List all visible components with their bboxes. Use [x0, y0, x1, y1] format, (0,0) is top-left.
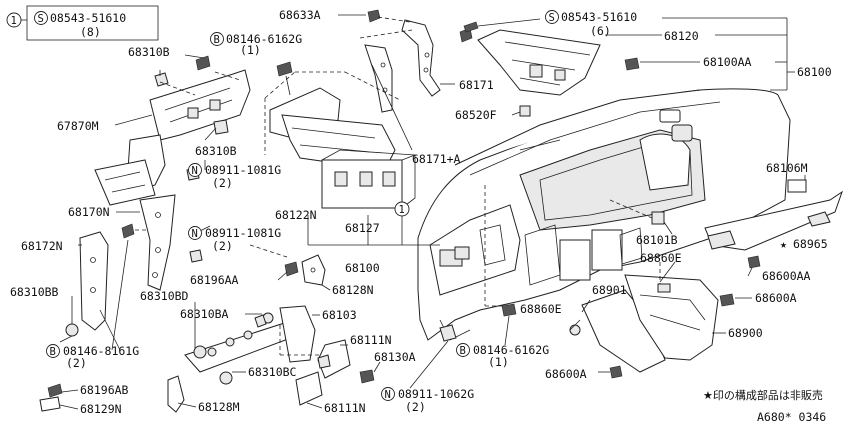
reference-part-number: 08543-51610 — [50, 11, 126, 25]
label-68310bb: 68310BB — [10, 285, 59, 299]
label-68196ab: 68196AB — [80, 383, 129, 397]
label-08911-1081g-b: 08911-1081G — [205, 226, 281, 240]
label-68111n-top: 68111N — [350, 333, 392, 347]
label-08146-8161g: 08146-8161G — [63, 344, 139, 358]
footnote: ★印の構成部品は非販売 — [703, 388, 823, 402]
bracket-68120 — [477, 29, 601, 96]
n-mark-a-letter: N — [192, 165, 198, 177]
clip-68101b — [651, 211, 665, 225]
n-mark-b-letter: N — [192, 228, 198, 240]
label-08146-6162g-low: 08146-6162G — [473, 343, 549, 357]
glove-box — [569, 274, 735, 379]
b-mark-left-letter: B — [50, 346, 56, 358]
s-mark — [34, 11, 48, 25]
label-68103: 68103 — [322, 308, 357, 322]
label-68965: 68965 — [793, 237, 828, 251]
label-08146-6162g-low-qty: (1) — [488, 355, 509, 369]
n-mark-a — [188, 163, 202, 177]
instrument-panel — [417, 88, 791, 341]
label-68901: 68901 — [592, 283, 627, 297]
label-08911-1062g-qty: (2) — [405, 400, 426, 414]
reference-note: 1 S 08543-51610 (8) — [6, 5, 159, 41]
label-68100-bottom: 68100 — [345, 261, 380, 275]
label-68111n-bottom: 68111N — [324, 401, 366, 415]
reference-qty: (8) — [80, 25, 101, 39]
label-68106m: 68106M — [766, 161, 808, 175]
label-68120: 68120 — [664, 29, 699, 43]
bracket-68103 — [167, 305, 316, 413]
nut-08911-1062g — [439, 324, 457, 342]
label-68100-right: 68100 — [797, 65, 832, 79]
label-68170n: 68170N — [68, 205, 110, 219]
bracket-67870m — [94, 55, 251, 206]
bracket-68111n — [295, 339, 375, 406]
label-68600a-right: 68600A — [755, 291, 797, 305]
reference-circle-number: 1 — [11, 15, 17, 27]
label-68171: 68171 — [459, 78, 494, 92]
label-08146-6162g-top-qty: (1) — [240, 43, 261, 57]
star-mark-68965: ★ — [780, 237, 787, 251]
s-mark-letter: S — [38, 13, 44, 25]
label-68172n: 68172N — [21, 239, 63, 253]
bracket-68128n — [284, 254, 326, 286]
reference-box — [26, 5, 159, 41]
label-68127: 68127 — [345, 221, 380, 235]
n-mark-c-letter: N — [385, 389, 391, 401]
label-68310bd: 68310BD — [140, 289, 189, 303]
b-mark-left — [46, 344, 60, 358]
part-labels: 68310B B 08146-6162G (1) 67870M 68310B N… — [10, 8, 832, 416]
label-68130a: 68130A — [374, 350, 416, 364]
screw-68100aa — [624, 57, 640, 71]
label-68860e-b: 68860E — [520, 302, 562, 316]
label-08146-8161g-qty: (2) — [66, 356, 87, 370]
label-68101b: 68101B — [636, 233, 678, 247]
bolt-08146-6162g-lower — [501, 303, 517, 346]
label-08911-1062g: 08911-1062G — [398, 387, 474, 401]
bracket-68170n — [121, 194, 176, 291]
b-mark-low-letter: B — [460, 345, 466, 357]
label-08543-51610-right: 08543-51610 — [561, 10, 637, 24]
n-mark-b — [188, 226, 202, 240]
label-08911-1081g-a-qty: (2) — [212, 176, 233, 190]
s-mark-right-letter: S — [549, 12, 555, 24]
label-68171-a: 68171+A — [412, 152, 461, 166]
screw-08543-right — [459, 18, 541, 43]
label-68860e-a: 68860E — [640, 251, 682, 265]
label-68100aa: 68100AA — [703, 55, 752, 69]
label-08911-1081g-a: 08911-1081G — [205, 163, 281, 177]
label-68600aa: 68600AA — [762, 269, 811, 283]
label-68520f: 68520F — [455, 108, 497, 122]
bracket-68171 — [364, 9, 441, 113]
label-68128m: 68128M — [198, 400, 240, 414]
label-67870m: 67870M — [57, 119, 99, 133]
callout-1-number: 1 — [399, 204, 405, 216]
label-08911-1081g-b-qty: (2) — [212, 239, 233, 253]
label-68310bc: 68310BC — [248, 365, 297, 379]
s-mark-right — [545, 10, 559, 24]
label-68122n: 68122N — [275, 208, 317, 222]
label-68129n: 68129N — [80, 402, 122, 416]
label-68310b-top: 68310B — [128, 45, 170, 59]
label-68128n: 68128N — [332, 283, 374, 297]
b-mark-top-letter: B — [214, 34, 220, 46]
label-68900: 68900 — [728, 326, 763, 340]
bracket-68106m — [704, 179, 843, 269]
label-08543-51610-right-qty: (6) — [590, 24, 611, 38]
label-68310b-mid: 68310B — [195, 144, 237, 158]
label-68633a: 68633A — [279, 8, 321, 22]
frame-68122n — [269, 61, 416, 209]
label-68196aa: 68196AA — [190, 273, 239, 287]
b-mark-top — [210, 32, 224, 46]
drawing-code: A680* 0346 — [757, 410, 826, 424]
label-68600a-bottom: 68600A — [545, 367, 587, 381]
n-mark-c — [381, 387, 395, 401]
label-68310ba: 68310BA — [180, 307, 229, 321]
fastener-68196ab — [39, 383, 63, 412]
b-mark-low — [456, 343, 470, 357]
label-08146-6162g-top: 08146-6162G — [226, 32, 302, 46]
